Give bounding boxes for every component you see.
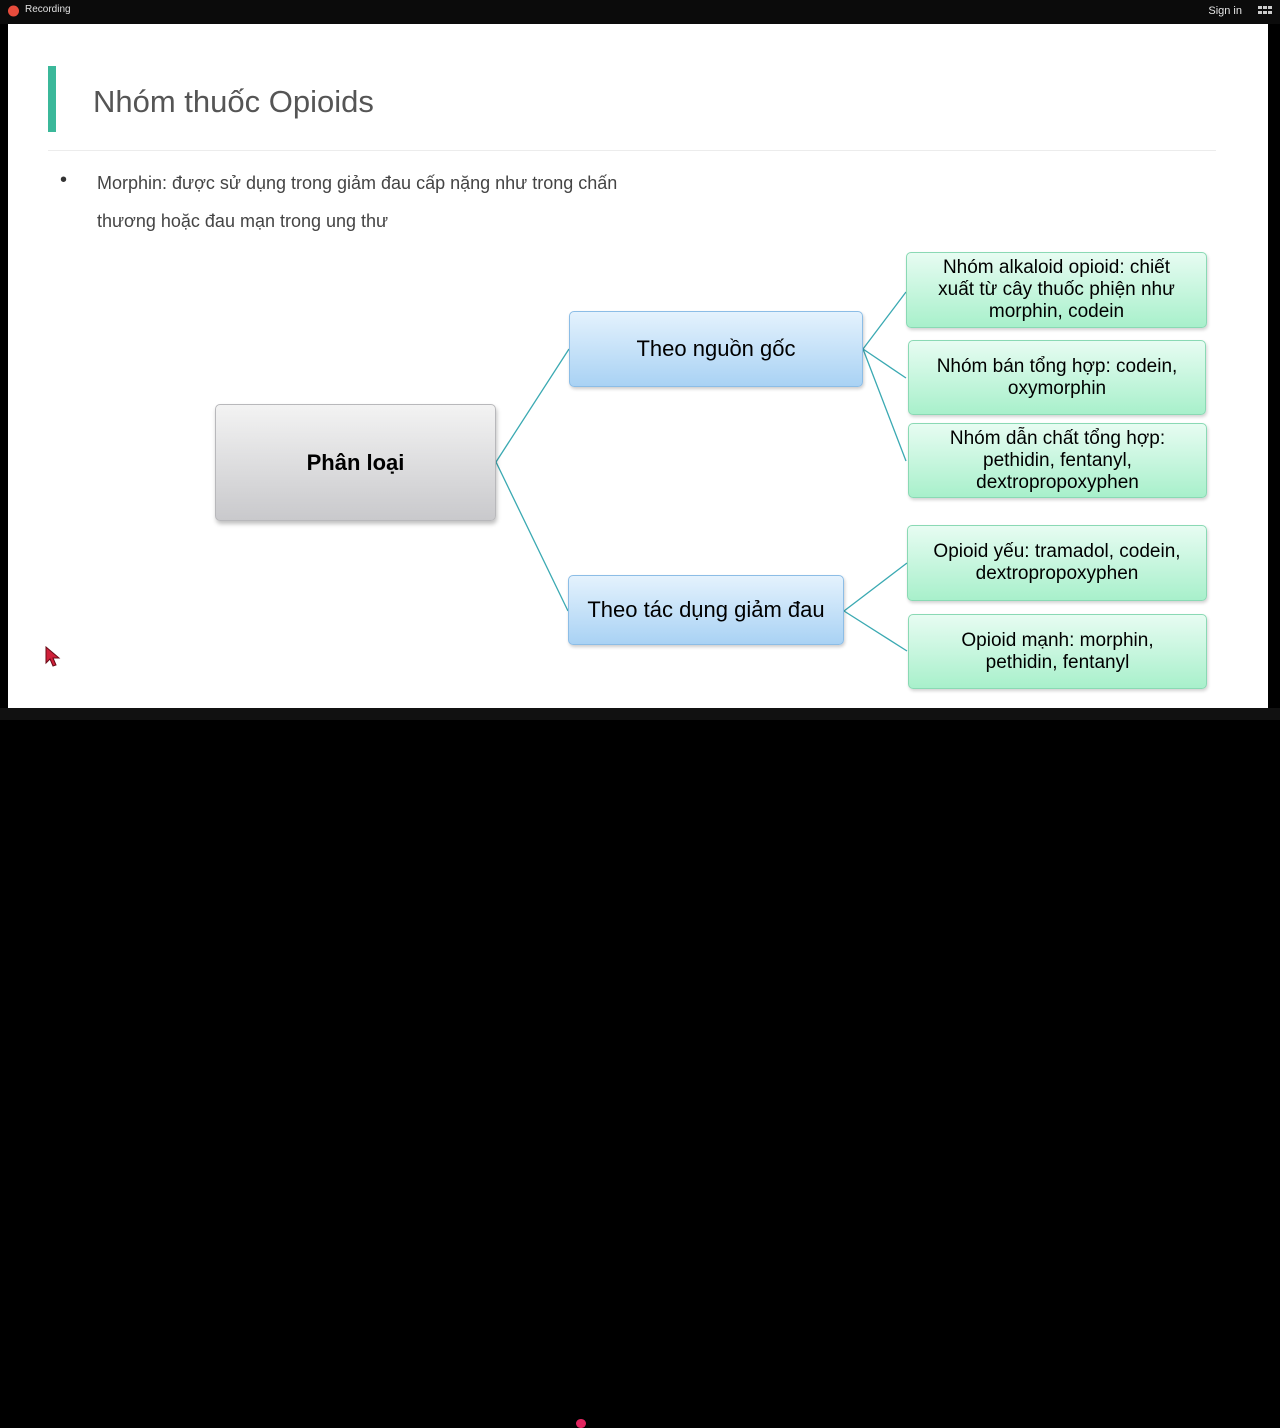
leaf-line: Nhóm alkaloid opioid: chiết — [942, 257, 1171, 278]
title-accent-bar — [48, 66, 56, 132]
leaf-line: Nhóm bán tổng hợp: codein, — [936, 355, 1178, 377]
presentation-slide: Nhóm thuốc Opioids • Morphin: được sử dụ… — [8, 24, 1268, 708]
branch-node-label: Theo tác dụng giảm đau — [587, 597, 825, 622]
connector-line — [495, 348, 570, 463]
leaf-line: oxymorphin — [1007, 377, 1107, 399]
connector-line — [495, 461, 569, 612]
mouse-cursor-icon — [45, 646, 61, 667]
branch-node-label: Theo nguồn gốc — [636, 336, 796, 361]
leaf-node-strong-opioid: Opioid mạnh: morphin, pethidin, fentanyl — [908, 614, 1207, 689]
connector-line — [862, 291, 907, 350]
leaf-line: Opioid mạnh: morphin, — [961, 629, 1154, 651]
connector-line — [862, 348, 907, 379]
connector-line — [862, 348, 907, 462]
recording-toolbar: Recording Sign in — [0, 0, 1280, 24]
bullet-marker: • — [60, 169, 68, 191]
sign-in-button[interactable]: Sign in — [1208, 5, 1242, 17]
recording-icon — [8, 5, 19, 17]
leaf-line: dextropropoxyphen — [975, 563, 1139, 584]
leaf-node-synthetic: Nhóm dẫn chất tổng hợp: pethidin, fentan… — [908, 423, 1207, 498]
bottom-toolbar — [0, 708, 1280, 1428]
leaf-node-weak-opioid: Opioid yếu: tramadol, codein, dextroprop… — [907, 525, 1207, 601]
grid-icon[interactable] — [1258, 6, 1272, 18]
leaf-line: Opioid yếu: tramadol, codein, — [933, 541, 1181, 562]
leaf-line: pethidin, fentanyl, — [983, 449, 1132, 471]
bullet-text: Morphin: được sử dụng trong giảm đau cấp… — [97, 164, 697, 240]
connector-line — [843, 562, 908, 612]
branch-node-origin: Theo nguồn gốc — [569, 311, 863, 387]
diagram-connectors — [495, 291, 908, 652]
root-node-label: Phân loại — [306, 449, 405, 475]
root-node-classification: Phân loại — [215, 404, 496, 521]
bullet-line: Morphin: được sử dụng trong giảm đau cấp… — [97, 173, 618, 193]
leaf-line: xuất từ cây thuốc phiện như — [938, 279, 1175, 300]
connector-line — [843, 610, 908, 652]
recording-label: Recording — [25, 4, 71, 15]
leaf-line: pethidin, fentanyl — [985, 651, 1130, 673]
slide-title: Nhóm thuốc Opioids — [93, 84, 374, 119]
notification-badge — [576, 1419, 586, 1428]
title-divider — [48, 150, 1216, 151]
branch-node-analgesic-effect: Theo tác dụng giảm đau — [568, 575, 844, 645]
leaf-line: Nhóm dẫn chất tổng hợp: — [949, 427, 1166, 449]
leaf-line: morphin, codein — [988, 301, 1125, 322]
leaf-line: dextropropoxyphen — [976, 471, 1139, 493]
bullet-line: thương hoặc đau mạn trong ung thư — [97, 211, 389, 231]
leaf-node-alkaloid: Nhóm alkaloid opioid: chiết xuất từ cây … — [906, 252, 1207, 328]
leaf-node-semisynthetic: Nhóm bán tổng hợp: codein, oxymorphin — [908, 340, 1206, 415]
